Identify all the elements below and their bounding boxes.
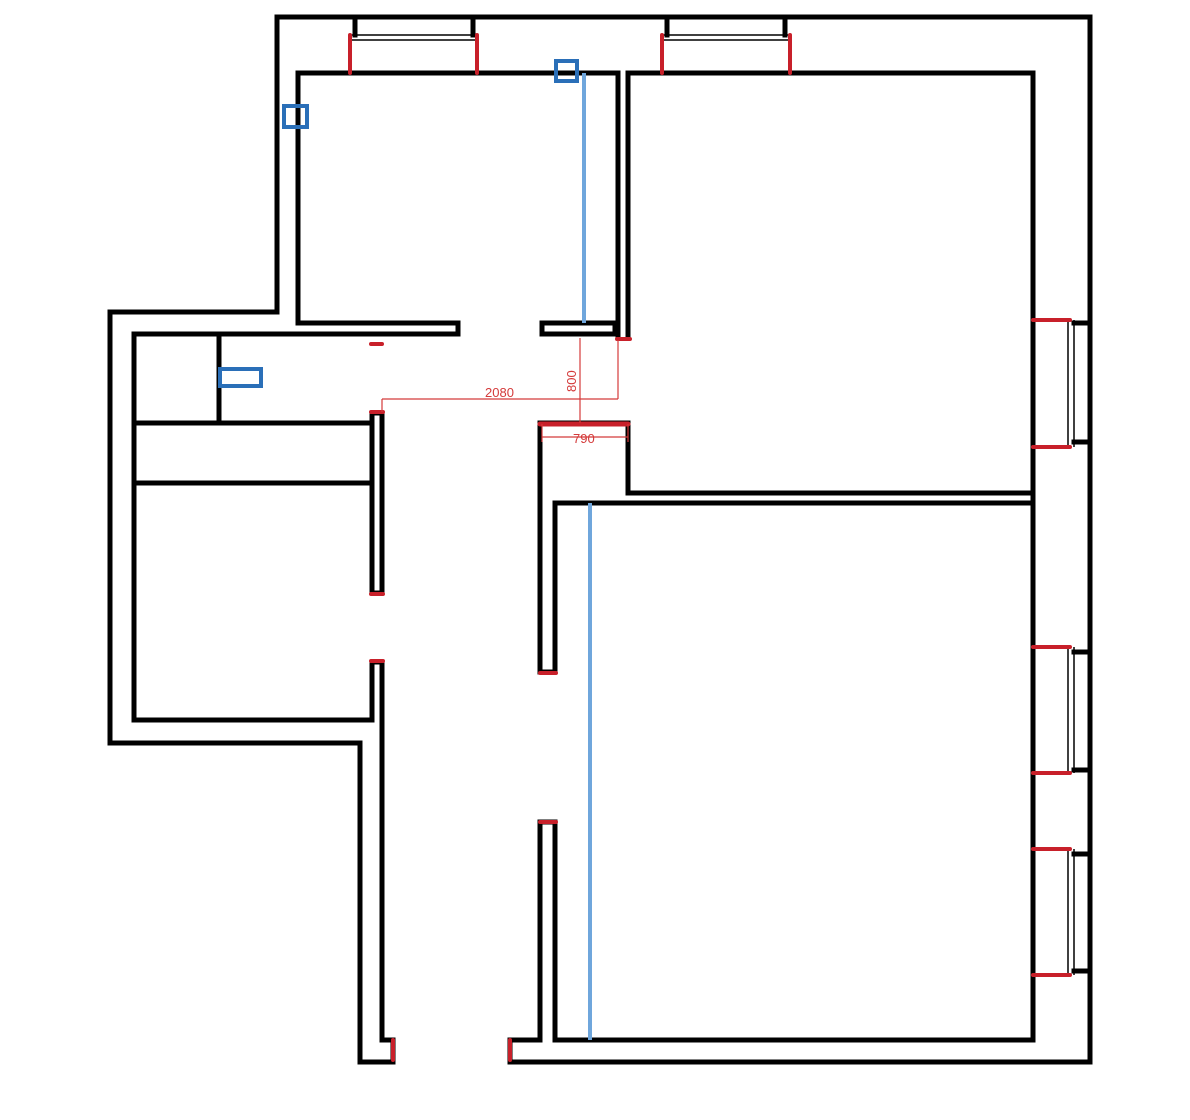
windows (348, 14, 1093, 977)
fixtures (218, 59, 592, 1040)
window-right-3 (1031, 847, 1093, 977)
window-right-1 (1031, 318, 1093, 449)
dimension-label-800: 800 (564, 370, 579, 392)
dimension-label-2080: 2080 (485, 385, 514, 400)
fixture-box-2 (554, 59, 579, 83)
dimension-lines: 2080 800 790 (381, 338, 629, 446)
outer-walls (107, 14, 1093, 1065)
door-openings (369, 337, 632, 1062)
fixture-box-1 (282, 104, 309, 129)
window-top-right (660, 14, 792, 75)
dimension-label-790: 790 (573, 431, 595, 446)
fixture-box-3 (218, 367, 263, 388)
window-top-left (348, 14, 479, 75)
window-right-2 (1031, 645, 1093, 775)
